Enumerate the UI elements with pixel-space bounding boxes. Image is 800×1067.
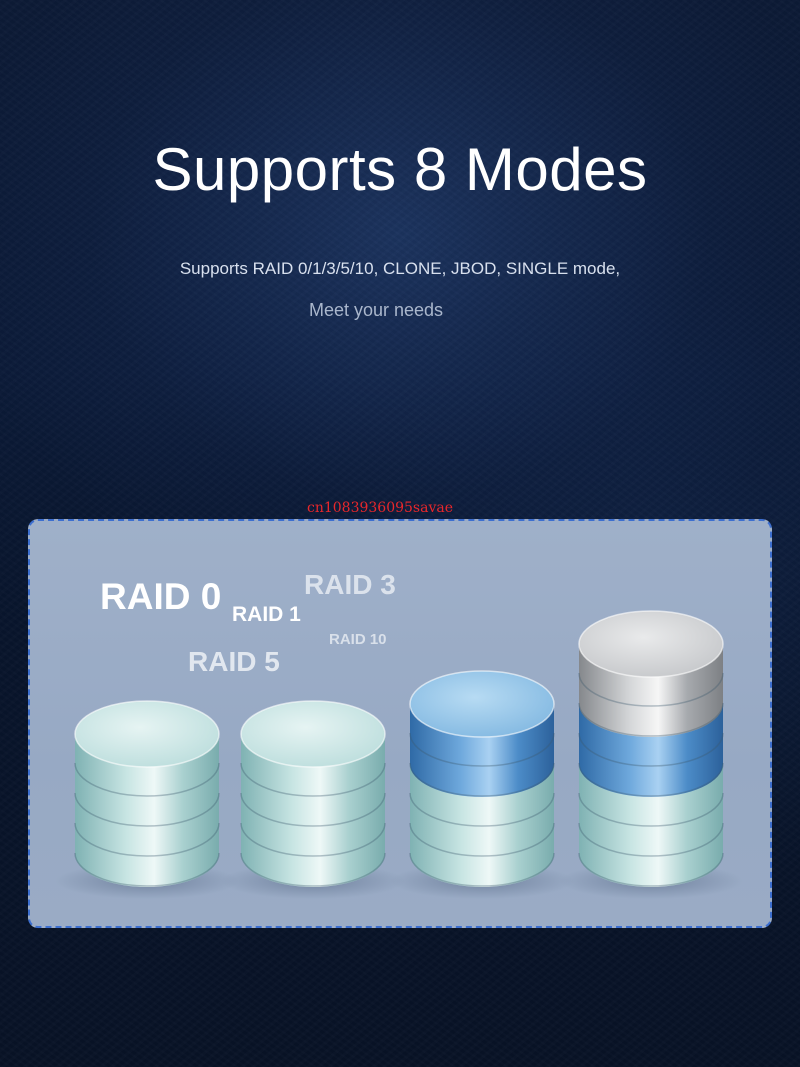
disc-groove: [409, 762, 555, 797]
stack-2: [221, 700, 405, 899]
disc-groove: [578, 852, 724, 887]
disc-groove: [74, 852, 220, 887]
disc-groove: [74, 762, 220, 797]
disc-groove: [240, 852, 386, 887]
disc-groove: [578, 732, 724, 767]
disc-groove: [240, 762, 386, 797]
stack-4: [559, 610, 743, 899]
disc-groove: [409, 732, 555, 767]
disc-groove: [240, 822, 386, 857]
label-raid-1: RAID 1: [232, 603, 301, 626]
watermark-text: cn1083936095savae: [306, 500, 453, 516]
label-raid-5: RAID 5: [188, 646, 280, 677]
disc-groove: [578, 762, 724, 797]
stack-top-face: [74, 700, 220, 768]
stack-top-face: [409, 670, 555, 738]
label-raid-3: RAID 3: [304, 569, 396, 600]
stack-top-face: [578, 610, 724, 678]
stack-1: [55, 700, 239, 899]
disc-groove: [409, 852, 555, 887]
disc-groove: [578, 672, 724, 707]
disc-groove: [74, 792, 220, 827]
raid-illustration-panel: RAID 0 RAID 1 RAID 3 RAID 10 RAID 5: [28, 519, 772, 928]
page-tagline: Meet your needs: [308, 300, 444, 320]
stack-3: [390, 670, 574, 899]
stack-top-face: [240, 700, 386, 768]
disc-groove: [578, 792, 724, 827]
label-raid-0: RAID 0: [100, 576, 222, 617]
page-title: Supports 8 Modes: [152, 136, 648, 203]
disc-groove: [409, 822, 555, 857]
disc-groove: [578, 702, 724, 737]
disk-stacks-illustration: [55, 610, 743, 899]
disc-groove: [578, 822, 724, 857]
disc-groove: [409, 792, 555, 827]
disc-groove: [74, 822, 220, 857]
disc-groove: [240, 792, 386, 827]
label-raid-10: RAID 10: [329, 631, 387, 648]
page-subtitle: Supports RAID 0/1/3/5/10, CLONE, JBOD, S…: [179, 259, 621, 278]
